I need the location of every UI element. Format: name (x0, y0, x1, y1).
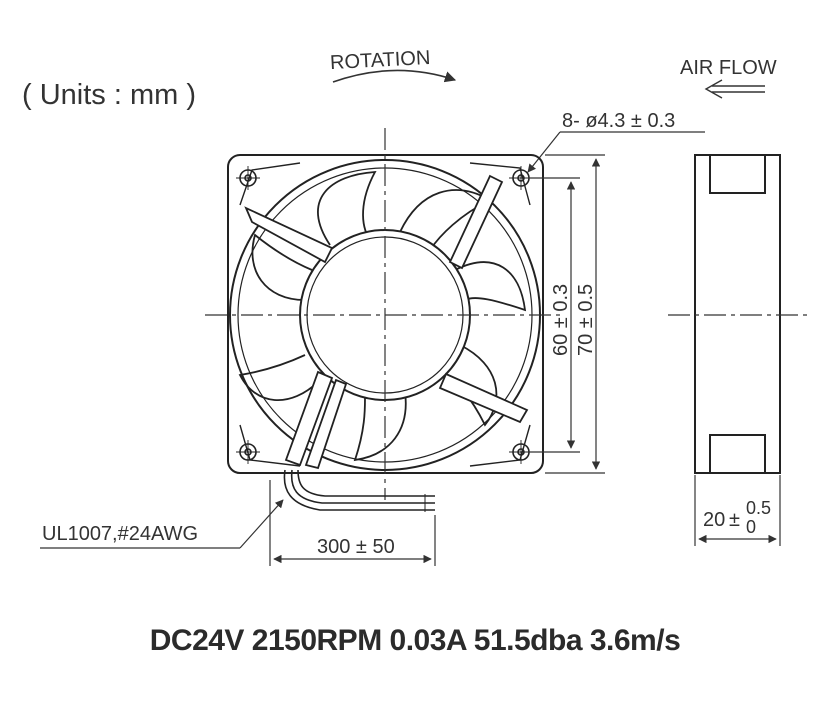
cable-length-label: 300 ± 50 (317, 536, 395, 558)
mounting-holes (236, 166, 533, 464)
center-lines (205, 128, 565, 500)
dimension-lines-vertical (528, 154, 605, 474)
cable-length-dimension (269, 480, 436, 566)
air-flow-label: AIR FLOW (680, 57, 777, 79)
units-label: ( Units : mm ) (22, 79, 196, 111)
mounting-holes-label: 8- ø4.3 ± 0.3 (562, 110, 675, 132)
dimension-inner-label: 60 ± 0.3 (550, 284, 572, 356)
thickness-tolerance-upper: 0.5 (746, 498, 771, 518)
cable-spec-label: UL1007,#24AWG (42, 523, 198, 545)
dimension-outer-label: 70 ± 0.5 (575, 284, 597, 356)
rotation-label: ROTATION (330, 47, 431, 74)
fan-cable (283, 469, 435, 512)
holes-leader-diag (527, 131, 561, 173)
spec-line: DC24V 2150RPM 0.03A 51.5dba 3.6m/s (149, 624, 681, 657)
fan-side-view (694, 154, 781, 474)
thickness-dimension (694, 475, 781, 546)
air-flow-arrow-icon (704, 79, 765, 99)
thickness-pm-label: ± (729, 509, 740, 531)
cable-leader-diag (239, 499, 284, 549)
thickness-tolerance-lower: 0 (746, 517, 756, 537)
rotation-arrow-icon (332, 69, 457, 83)
fan-struts (244, 174, 529, 470)
thickness-nominal-label: 20 (703, 509, 725, 531)
